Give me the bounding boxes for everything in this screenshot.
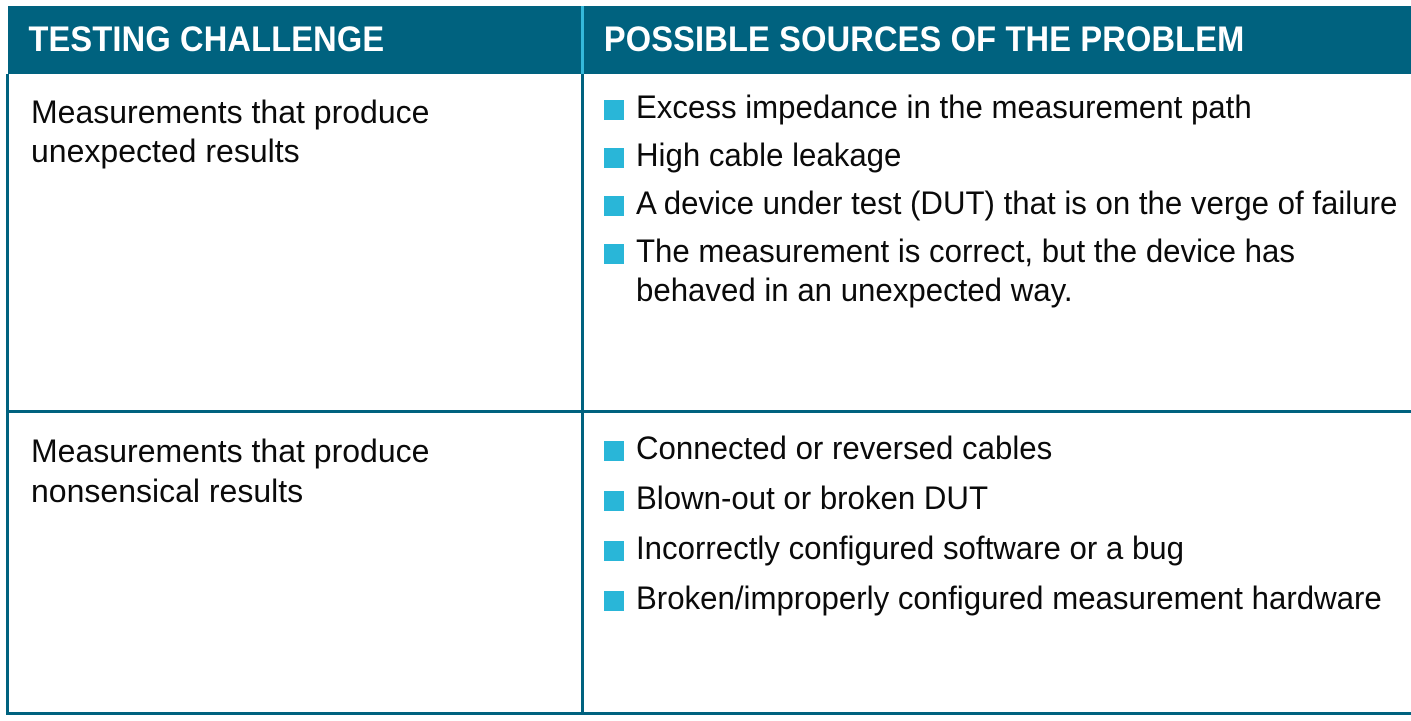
square-bullet-icon [603,441,624,462]
table-row: Measurements that produce unexpected res… [6,74,1411,414]
list-item: High cable leakage [603,136,1411,175]
square-bullet-icon [603,244,624,265]
table-container: TESTING CHALLENGE POSSIBLE SOURCES OF TH… [6,6,1411,715]
column-header-possible-sources: POSSIBLE SOURCES OF THE PROBLEM [582,6,1390,74]
sources-list: Connected or reversed cables Blown-out o… [584,413,1411,639]
list-item: A device under test (DUT) that is on the… [603,184,1411,223]
square-bullet-icon [603,196,624,217]
challenge-cell: Measurements that produce nonsensical re… [6,411,584,715]
source-text: Excess impedance in the measurement path [635,89,1252,125]
source-text: A device under test (DUT) that is on the… [635,185,1397,222]
square-bullet-icon [603,148,624,169]
list-item: The measurement is correct, but the devi… [603,232,1411,310]
testing-challenge-table: TESTING CHALLENGE POSSIBLE SOURCES OF TH… [6,6,1411,715]
column-header-testing-challenge: TESTING CHALLENGE [7,6,544,74]
source-text: Broken/improperly configured measurement… [635,580,1382,617]
square-bullet-icon [603,591,624,612]
square-bullet-icon [603,491,624,512]
source-text: Incorrectly configured software or a bug [635,530,1184,567]
challenge-text: Measurements that produce unexpected res… [31,94,430,170]
sources-cell: Excess impedance in the measurement path… [582,74,1411,414]
sources-cell: Connected or reversed cables Blown-out o… [582,411,1411,715]
list-item: Connected or reversed cables [603,429,1411,468]
challenge-text: Measurements that produce nonsensical re… [31,433,430,509]
list-item: Blown-out or broken DUT [603,479,1411,518]
list-item: Broken/improperly configured measurement… [603,579,1411,618]
table-header: TESTING CHALLENGE POSSIBLE SOURCES OF TH… [7,6,1411,74]
source-text: Connected or reversed cables [635,430,1052,467]
source-text: Blown-out or broken DUT [635,480,988,517]
square-bullet-icon [603,541,624,562]
table-row: Measurements that produce nonsensical re… [6,411,1411,715]
list-item: Excess impedance in the measurement path [603,88,1411,127]
list-item: Incorrectly configured software or a bug [603,529,1411,568]
source-text: The measurement is correct, but the devi… [635,233,1295,309]
sources-list: Excess impedance in the measurement path… [584,74,1411,329]
source-text: High cable leakage [635,137,901,174]
table-body: Measurements that produce unexpected res… [6,74,1411,715]
square-bullet-icon [603,100,624,120]
table-header-row: TESTING CHALLENGE POSSIBLE SOURCES OF TH… [7,6,1411,74]
challenge-cell: Measurements that produce unexpected res… [6,74,584,414]
